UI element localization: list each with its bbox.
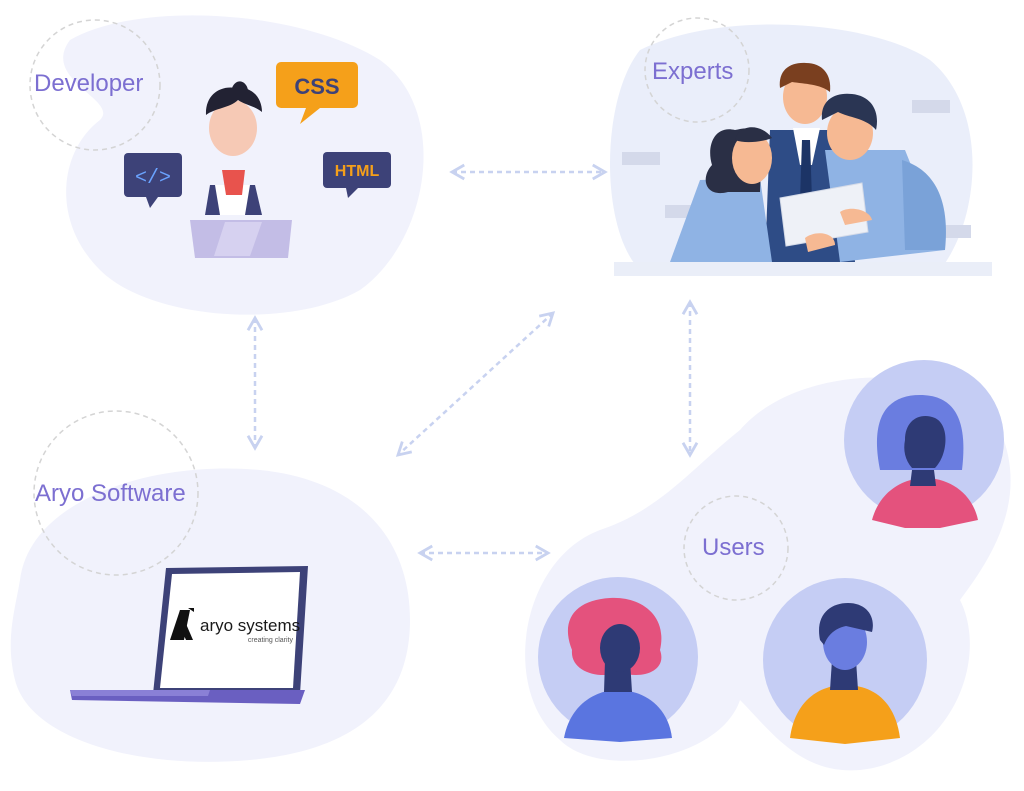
software-label-circle xyxy=(33,410,199,576)
arrow-experts-software xyxy=(395,311,556,457)
developer-label-circle xyxy=(29,19,161,151)
experts-label-circle xyxy=(644,17,750,123)
users-label-circle xyxy=(683,495,789,601)
brand-tagline: creating clarity xyxy=(248,637,294,644)
code-bubble-text: </> xyxy=(135,167,171,190)
brand-name: aryo systems xyxy=(200,616,300,635)
developer-label: Developer xyxy=(34,70,144,97)
connectors xyxy=(246,163,699,562)
user-avatar-left xyxy=(538,577,698,742)
aryo-logo xyxy=(170,608,194,640)
css-bubble: CSS xyxy=(276,62,358,124)
user-avatar-right xyxy=(763,578,927,744)
laptop-illustration: aryo systems creating clarity xyxy=(70,566,308,704)
developer-illustration: CSS </> HTML xyxy=(124,62,391,258)
aryo-software-label: Aryo Software xyxy=(35,480,186,507)
experts-illustration xyxy=(614,62,992,276)
users-label: Users xyxy=(702,534,765,561)
experts-label: Experts xyxy=(652,58,734,85)
user-avatar-top xyxy=(844,360,1004,528)
css-bubble-text: CSS xyxy=(294,74,339,99)
html-bubble: HTML xyxy=(323,152,391,198)
html-bubble-text: HTML xyxy=(335,163,380,180)
code-bubble: </> xyxy=(124,153,182,208)
